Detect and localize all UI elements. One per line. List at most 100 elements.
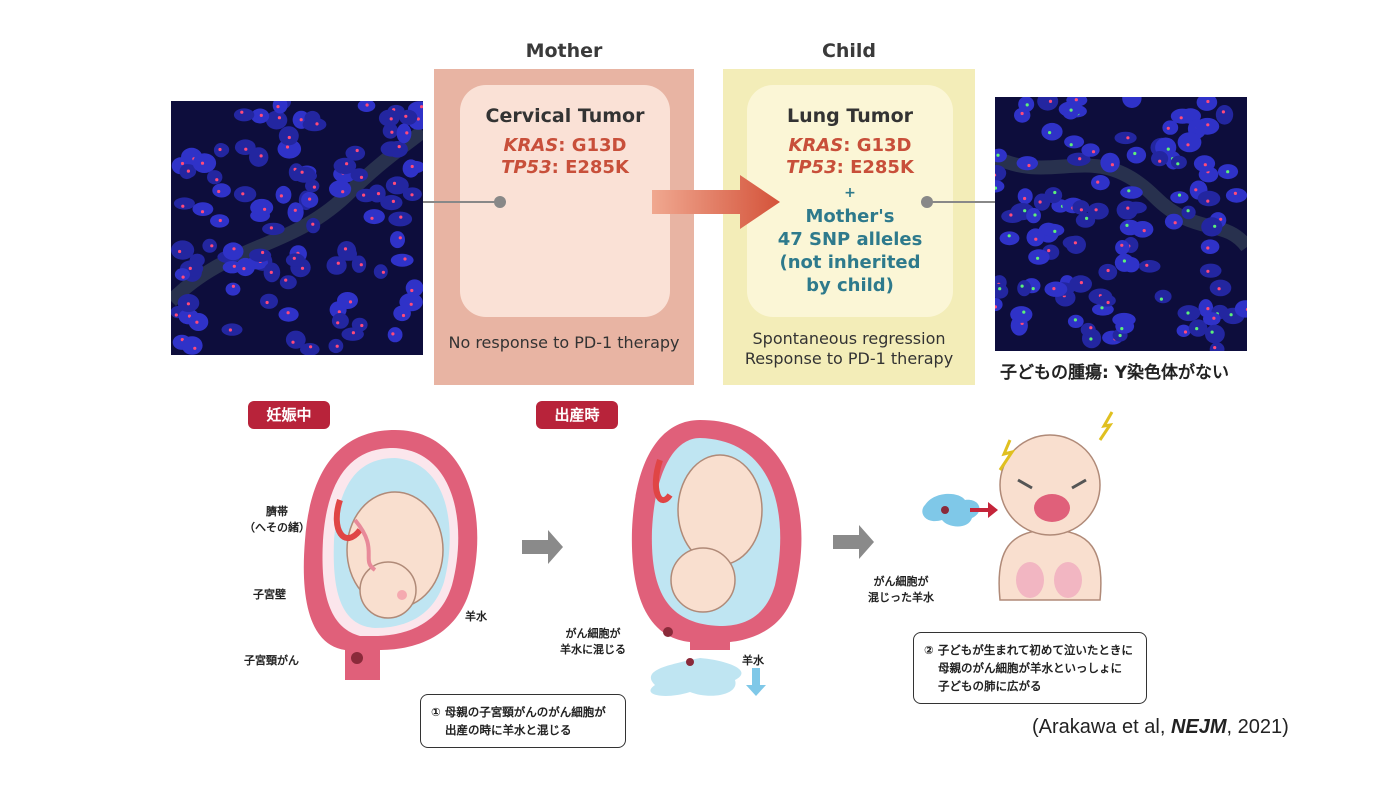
signal-dot [1245, 307, 1247, 311]
signal-dot [1089, 337, 1093, 341]
signal-dot [1186, 143, 1190, 147]
mother-tumor-micrograph [171, 101, 423, 355]
connector-layer [423, 175, 995, 229]
signal-dot [1203, 163, 1207, 167]
signal-dot [1145, 263, 1149, 267]
nucleus-mark [1170, 108, 1194, 124]
signal-dot [1053, 190, 1057, 195]
nucleus-mark [1203, 312, 1221, 326]
nucleus-mark [287, 202, 304, 223]
plus-sign: + [844, 185, 856, 201]
signal-dot [259, 154, 263, 158]
signal-dot [337, 310, 341, 314]
nucleus-mark [1041, 223, 1065, 237]
child-tumor-title: Lung Tumor [787, 105, 913, 127]
nucleus-mark [1215, 105, 1234, 125]
signal-dot [392, 181, 397, 185]
fluid-splash-icon [922, 493, 980, 527]
nucleus-mark [390, 253, 414, 267]
nucleus-mark [1016, 156, 1038, 171]
nucleus-mark [277, 139, 302, 159]
mother-tumor-title: Cervical Tumor [485, 105, 645, 127]
signal-dot [376, 192, 381, 196]
signal-dot [995, 173, 997, 177]
signal-dot [1106, 300, 1110, 305]
signal-dot [178, 249, 182, 254]
nucleus-mark [222, 261, 242, 274]
signal-dot [1226, 170, 1230, 174]
nucleus-mark [390, 231, 405, 249]
cancer-cells-icon [686, 658, 694, 666]
nucleus-mark [1197, 190, 1221, 207]
nucleus-mark [1062, 236, 1085, 250]
nucleus-mark [385, 176, 409, 195]
signal-dot [1020, 284, 1024, 288]
nucleus-mark [234, 139, 256, 155]
signal-dot [228, 328, 232, 332]
nucleus-mark [225, 282, 241, 296]
cells-mixed-fluid-label: がん細胞が 混じった羊水 [868, 575, 934, 604]
micrograph-image [995, 97, 1247, 351]
nucleus-mark [995, 165, 1007, 182]
signal-dot [1100, 306, 1104, 310]
nucleus-mark [285, 253, 305, 267]
nucleus-mark [249, 248, 272, 262]
nucleus-mark [1064, 135, 1085, 149]
signal-dot [1159, 297, 1163, 301]
signal-dot [1047, 249, 1051, 253]
signal-dot [1206, 123, 1210, 127]
signal-dot [1213, 346, 1217, 350]
signal-dot [218, 147, 222, 152]
nucleus-mark [1115, 240, 1130, 255]
signal-dot [1048, 99, 1053, 103]
signal-dot [1127, 189, 1131, 193]
signal-dot [217, 189, 221, 194]
signal-dot [416, 117, 420, 121]
nucleus-mark [378, 109, 400, 127]
nucleus-mark [1131, 221, 1154, 238]
child-tumor-micrograph [995, 97, 1247, 351]
signal-dot [1096, 180, 1100, 184]
signal-dot [1023, 209, 1027, 213]
nucleus-mark [173, 197, 195, 210]
nucleus-mark [279, 275, 297, 290]
signal-dot [1053, 229, 1057, 233]
signal-dot [242, 267, 246, 271]
signal-dot [1079, 208, 1083, 212]
mother-therapy-note: No response to PD-1 therapy [448, 333, 680, 352]
signal-dot [200, 210, 205, 214]
nucleus-mark [999, 231, 1020, 246]
stage-tag-birth: 出産時 [536, 401, 618, 429]
signal-dot [231, 284, 235, 288]
signal-dot [1120, 327, 1124, 331]
nucleus-mark [1205, 324, 1225, 344]
signal-dot [232, 264, 236, 268]
extra-line: 47 SNP alleles [777, 229, 923, 250]
signal-dot [218, 218, 222, 223]
mother-header: Mother [525, 40, 603, 62]
nucleus-mark [1196, 97, 1218, 111]
signal-dot [1007, 234, 1011, 238]
mutation-gene: TP53 [786, 157, 837, 178]
signal-dot [420, 105, 423, 109]
signal-dot [1052, 287, 1056, 291]
child-extra-info: + Mother's 47 SNP alleles (not inherited… [747, 182, 953, 297]
signal-dot [1206, 199, 1210, 203]
signal-dot [309, 345, 313, 349]
signal-dot [1027, 163, 1031, 168]
signal-dot [404, 114, 408, 118]
nucleus-mark [181, 336, 203, 355]
nucleus-mark [1122, 97, 1142, 108]
signal-dot [348, 300, 353, 304]
signal-dot [1166, 126, 1170, 130]
signal-dot [998, 287, 1002, 291]
mutation-variant: G13D [571, 135, 627, 156]
nucleus-mark [345, 145, 366, 161]
nucleus-mark [1199, 263, 1222, 278]
nucleus-mark [1209, 279, 1232, 297]
nucleus-mark [1120, 186, 1143, 199]
nucleus-mark [207, 170, 223, 185]
nucleus-mark [363, 209, 385, 225]
nucleus-mark [1234, 300, 1247, 318]
nucleus-mark [1017, 280, 1032, 297]
